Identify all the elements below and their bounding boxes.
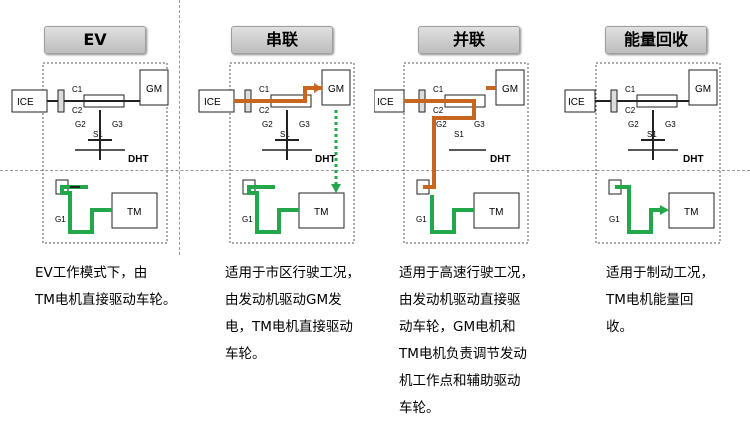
electric-transfer-arrow [331,184,341,193]
s1-label: S1 [454,130,464,139]
tm-box [668,192,715,229]
tm-box [473,192,520,229]
gm-label: GM [146,84,162,95]
electric-flow-path [247,185,299,234]
c1-label: C1 [625,85,636,94]
tm-label: TM [127,207,141,218]
dht-schematic: ICE GM TM DHT C1 C2 G2 G3 S1 G1 [564,62,721,244]
c1-label: C1 [72,85,83,94]
engine-flow-path [234,86,322,103]
gm-box [688,69,718,106]
dht-label: DHT [683,154,704,165]
tm-label: TM [314,207,328,218]
horizontal-divider [0,170,750,171]
gm-box [495,69,525,106]
panel-series: 串联 ICE GM TM DHT C1 C2 G2 G3 S1 G1 适用于市区… [187,0,374,417]
s1-label: S1 [280,130,290,139]
c1-label: C1 [433,85,444,94]
clutch-icon [636,94,678,108]
mode-label: 串联 [231,26,333,54]
g1-label: G1 [55,215,66,224]
regen-flow-arrow [660,205,669,215]
dht-boundary [229,62,355,244]
electric-flow-path [430,195,474,234]
g3-label: G3 [112,120,123,129]
regen-flow-path [615,185,661,234]
mode-label: EV [44,26,146,54]
g1-label: G1 [416,215,427,224]
clutch-icon [83,94,125,108]
c2-label: C2 [433,106,444,115]
s1-label: S1 [93,130,103,139]
dht-schematic: ICE GM TM DHT C1 C2 G2 G3 S1 G1 [198,62,355,244]
mode-label: 能量回收 [605,26,707,54]
electric-flow-path [60,185,112,234]
g2-label: G2 [436,120,447,129]
panel-parallel: 并联 ICE GM TM DHT C1 C2 G2 G3 S1 G1 适用于高速… [374,0,561,417]
gm-box [321,69,351,106]
gm-label: GM [328,84,344,95]
mode-description: 适用于高速行驶工况， 由发动机驱动直接驱 动车轮，GM电机和 TM电机负责调节发… [399,265,534,416]
mode-description: EV工作模式下，由 TM电机直接驱动车轮。 [35,265,177,308]
ice-label: ICE [568,97,585,108]
tm-label: TM [684,207,698,218]
dht-boundary [403,62,529,244]
dht-boundary [42,62,168,244]
panel-divider [179,0,180,255]
dht-boundary [595,62,721,244]
ice-label: ICE [204,97,221,108]
engine-flow-arrow [314,83,322,93]
mode-description: 适用于制动工况， TM电机能量回 收。 [606,265,714,335]
damper-icon [610,89,618,113]
g1-label: G1 [609,215,620,224]
ice-label: ICE [17,97,34,108]
tm-label: TM [489,207,503,218]
mode-label: 并联 [418,26,520,54]
c2-label: C2 [72,106,83,115]
gm-box [139,69,169,106]
dht-label: DHT [128,154,149,165]
ice-label: ICE [377,97,394,108]
damper-icon [57,89,65,113]
gm-label: GM [502,84,518,95]
g3-label: G3 [665,120,676,129]
g2-label: G2 [262,120,273,129]
mode-description: 适用于市区行驶工况， 由发动机驱动GM发 电，TM电机直接驱动 车轮。 [225,265,360,362]
dht-schematic: ICE GM TM DHT C1 C2 G2 G3 S1 G1 [374,62,529,244]
c1-label: C1 [259,85,270,94]
g2-label: G2 [628,120,639,129]
panel-regen: 能量回收 ICE GM TM DHT C1 C2 G2 G3 S1 G1 适用于… [561,0,748,417]
c2-label: C2 [259,106,270,115]
g3-label: G3 [474,120,485,129]
gm-label: GM [695,84,711,95]
dht-label: DHT [315,154,336,165]
g2-label: G2 [75,120,86,129]
engine-flow-path [404,99,476,189]
dht-label: DHT [490,154,511,165]
panel-ev: EV ICE GM TM DHT C1 C2 G2 G3 S1 G1 EV工作模… [0,0,187,417]
c2-label: C2 [625,106,636,115]
g1-label: G1 [242,215,253,224]
tm-box [111,192,158,229]
g3-label: G3 [299,120,310,129]
dht-schematic: ICE GM TM DHT C1 C2 G2 G3 S1 G1 [11,62,169,244]
